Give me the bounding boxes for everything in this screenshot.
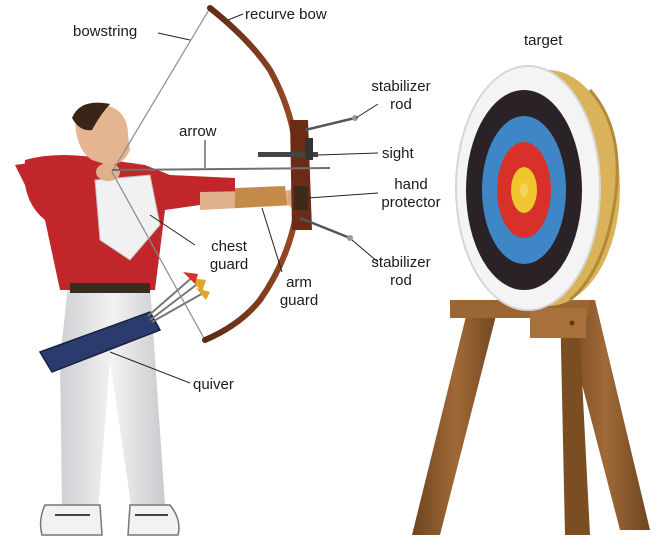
bow-riser — [290, 120, 312, 230]
easel-leg-left — [412, 300, 500, 535]
label-chest-guard: chest guard — [200, 238, 258, 274]
label-bowstring: bowstring — [73, 23, 137, 41]
label-stabilizer-rod-bottom: stabilizer rod — [362, 254, 440, 290]
label-quiver: quiver — [193, 376, 234, 394]
belt — [70, 283, 150, 293]
stabilizer-top — [305, 118, 355, 130]
easel-bracket — [530, 308, 586, 338]
label-target: target — [524, 32, 562, 50]
label-arrow: arrow — [179, 123, 217, 141]
hand-protector — [294, 186, 308, 210]
easel-screw — [570, 321, 575, 326]
shoe-right — [128, 505, 179, 535]
label-recurve-bow: recurve bow — [245, 6, 327, 24]
target-easel — [412, 300, 650, 535]
label-stabilizer-rod-top: stabilizer rod — [362, 78, 440, 114]
target-boss — [456, 66, 620, 310]
shoe-left — [41, 505, 102, 535]
arm-guard — [235, 186, 287, 208]
label-arm-guard: arm guard — [270, 274, 328, 310]
archer — [15, 103, 308, 535]
label-sight: sight — [382, 145, 414, 163]
label-hand-protector: hand protector — [372, 176, 450, 212]
bullseye — [520, 183, 528, 197]
